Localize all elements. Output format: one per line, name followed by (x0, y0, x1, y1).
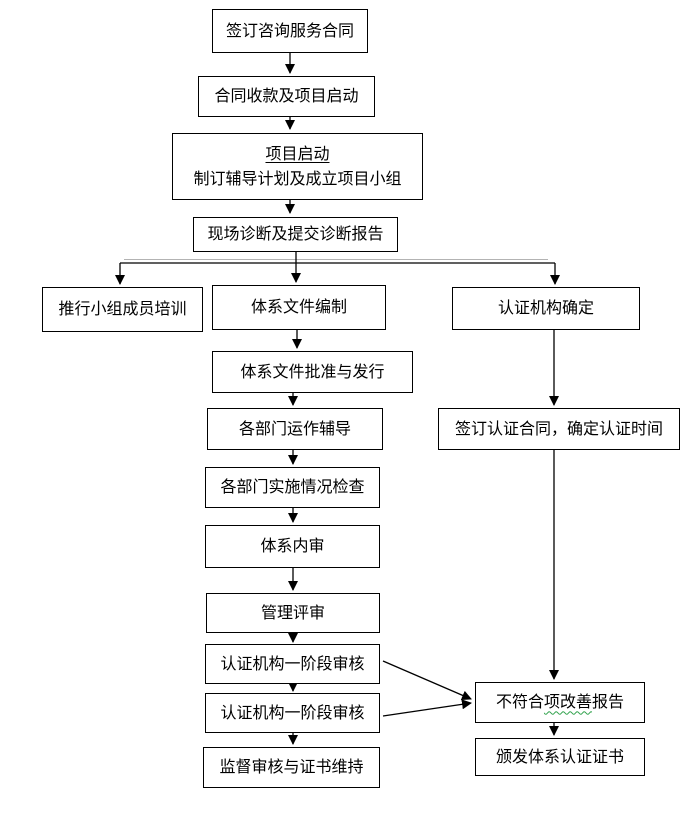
node-department-implementation-check: 各部门实施情况检查 (205, 467, 380, 508)
node-label: 认证机构一阶段审核 (220, 702, 365, 722)
node-label-spellcheck-part: 项改善 (543, 692, 592, 712)
node-label: 合同收款及项目启动 (214, 86, 359, 106)
node-department-operation-coaching: 各部门运作辅导 (207, 408, 383, 450)
node-label: 认证机构确定 (497, 298, 594, 318)
node-site-diagnosis-report: 现场诊断及提交诊断报告 (193, 217, 398, 252)
node-sign-certification-contract: 签订认证合同，确定认证时间 (438, 408, 680, 450)
node-label: 认证机构一阶段审核 (220, 653, 365, 673)
node-label: 颁发体系认证证书 (495, 746, 624, 766)
node-label: 现场诊断及提交诊断报告 (207, 224, 384, 244)
node-label-prefix: 不符合 (495, 692, 544, 712)
node-label: 各部门运作辅导 (238, 418, 351, 438)
node-label: 体系文件批准与发行 (240, 361, 385, 381)
node-label: 管理评审 (260, 602, 325, 622)
node-nonconformity-improvement-report: 不符合项改善报告 (475, 682, 645, 723)
node-sign-consulting-contract: 签订咨询服务合同 (212, 9, 368, 53)
node-doc-approval-release: 体系文件批准与发行 (212, 351, 413, 393)
node-label-suffix: 报告 (592, 692, 625, 712)
arrow-stage1-to-nonconformity-diagonal (382, 660, 472, 701)
node-title: 项目启动 (265, 143, 330, 163)
node-label: 签订认证合同，确定认证时间 (454, 418, 663, 438)
node-system-doc-compilation: 体系文件编制 (212, 285, 386, 330)
node-certification-body-determined: 认证机构确定 (452, 287, 640, 330)
node-team-member-training: 推行小组成员培训 (42, 287, 203, 332)
node-surveillance-audit-certificate-maintenance: 监督审核与证书维持 (203, 747, 380, 788)
node-stage-one-audit-2: 认证机构一阶段审核 (205, 693, 380, 733)
node-management-review: 管理评审 (206, 593, 380, 633)
arrow-stage1b-to-nonconformity-diagonal (382, 699, 472, 717)
connector-lines (115, 51, 560, 745)
node-system-internal-audit: 体系内审 (205, 525, 380, 568)
node-stage-one-audit-1: 认证机构一阶段审核 (205, 644, 380, 684)
node-label: 各部门实施情况检查 (220, 477, 365, 497)
node-label: 体系内审 (260, 536, 325, 556)
node-subtitle: 制订辅导计划及成立项目小组 (193, 168, 402, 188)
node-label: 监督审核与证书维持 (219, 757, 364, 777)
node-contract-payment-project-start: 合同收款及项目启动 (198, 76, 375, 117)
node-label: 签订咨询服务合同 (225, 20, 354, 40)
node-project-kickoff: 项目启动 制订辅导计划及成立项目小组 (172, 133, 423, 200)
node-issue-certification-certificate: 颁发体系认证证书 (475, 738, 645, 776)
node-label: 推行小组成员培训 (58, 299, 187, 319)
node-label: 体系文件编制 (250, 297, 347, 317)
